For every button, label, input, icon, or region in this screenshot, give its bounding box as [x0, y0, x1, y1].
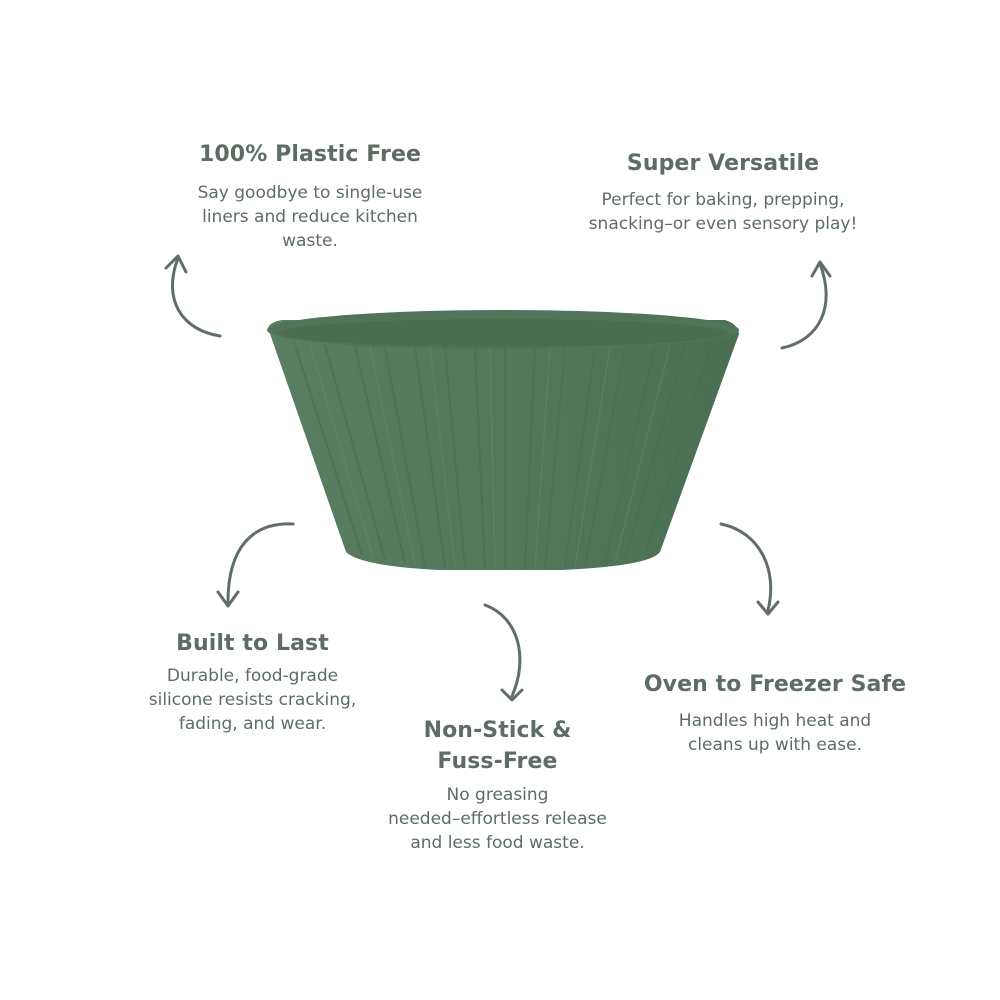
feature-description: Perfect for baking, prepping, snacking–o…: [558, 188, 888, 236]
description-line: snacking–or even sensory play!: [588, 214, 858, 234]
description-line: silicone resists cracking,: [148, 690, 357, 710]
feature-description: Durable, food-grade silicone resists cra…: [125, 664, 380, 736]
feature-non-stick: Non-Stick & Fuss-Free No greasing needed…: [355, 715, 640, 855]
feature-plastic-free: 100% Plastic Free Say goodbye to single-…: [150, 142, 470, 253]
feature-description: No greasing needed–effortless release an…: [355, 783, 640, 855]
curved-arrow-down-center-icon: [483, 603, 524, 702]
title-line: Non-Stick &: [423, 718, 572, 743]
feature-title: Non-Stick & Fuss-Free: [355, 715, 640, 777]
feature-description: Handles high heat and cleans up with eas…: [630, 709, 920, 757]
feature-description: Say goodbye to single-use liners and red…: [150, 181, 470, 253]
description-line: needed–effortless release: [388, 809, 607, 829]
title-line: Fuss-Free: [437, 749, 558, 774]
curved-arrow-down-right-icon: [719, 522, 780, 616]
description-line: Handles high heat and: [678, 711, 872, 731]
description-line: liners and reduce kitchen: [202, 207, 418, 227]
feature-title: 100% Plastic Free: [198, 142, 421, 167]
description-line: Durable, food-grade: [166, 666, 339, 686]
description-line: and less food waste.: [410, 833, 585, 853]
description-line: waste.: [282, 231, 338, 251]
feature-oven-to-freezer-safe: Oven to Freezer Safe Handles high heat a…: [630, 672, 920, 757]
description-line: Perfect for baking, prepping,: [601, 190, 845, 210]
description-line: Say goodbye to single-use: [197, 183, 423, 203]
feature-title: Oven to Freezer Safe: [643, 672, 907, 697]
feature-super-versatile: Super Versatile Perfect for baking, prep…: [558, 151, 888, 236]
feature-title: Built to Last: [176, 631, 329, 656]
description-line: fading, and wear.: [178, 714, 327, 734]
feature-title: Super Versatile: [626, 151, 820, 176]
description-line: cleans up with ease.: [687, 735, 863, 755]
description-line: No greasing: [446, 785, 549, 805]
curved-arrow-up-left-icon: [164, 254, 222, 338]
curved-arrow-down-left-icon: [216, 522, 295, 608]
feature-built-to-last: Built to Last Durable, food-grade silico…: [125, 631, 380, 736]
silicone-muffin-cup-icon: [267, 310, 739, 570]
curved-arrow-up-right-icon: [780, 260, 832, 350]
